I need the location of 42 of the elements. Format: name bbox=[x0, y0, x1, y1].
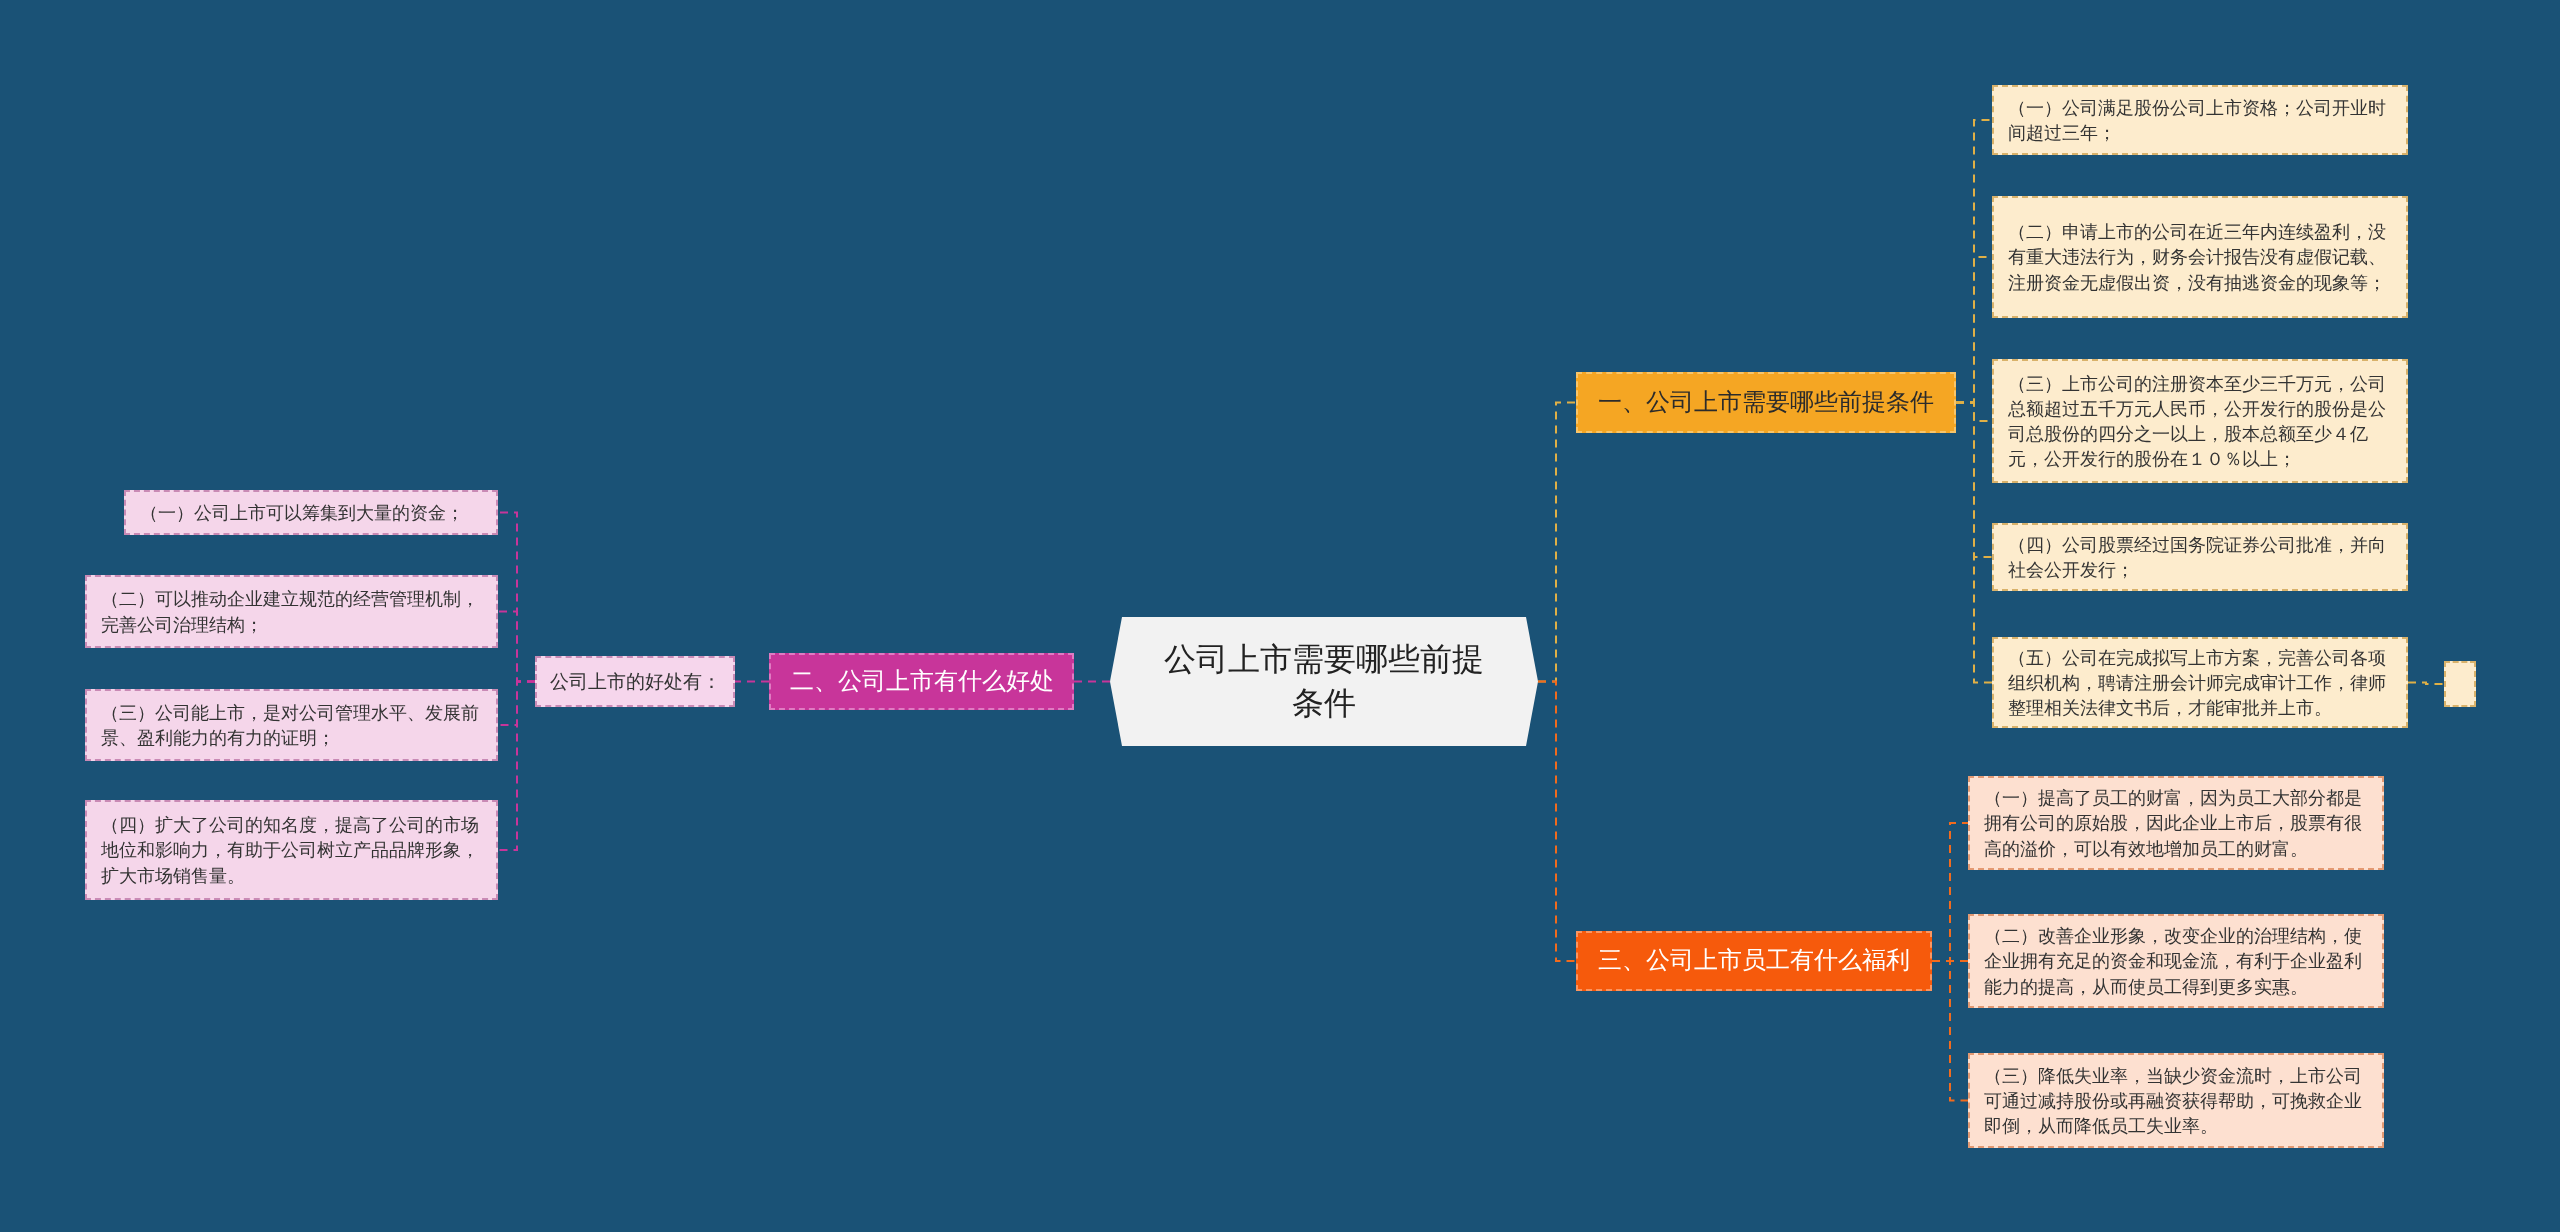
detail-box bbox=[1992, 359, 2408, 483]
empty-box bbox=[2444, 661, 2476, 707]
topic-text: （五）公司在完成拟写上市方案，完善公司各项组织机构，聘请注册会计师完成审计工作，律师整理相关法律文书后，才能审批并上市。 bbox=[2008, 645, 2387, 721]
connector-line bbox=[734, 680, 770, 683]
connector-line bbox=[2407, 681, 2445, 685]
topic-text: 三、公司上市员工有什么福利 bbox=[1598, 945, 1910, 977]
topic-text: （二）申请上市的公司在近三年内连续盈利，没有重大违法行为，财务会计报告没有虚假记载、注册资金无虚假出资，没有抽逃资金的现象等； bbox=[2008, 220, 2387, 295]
branch-topic bbox=[1576, 931, 1932, 991]
detail-box bbox=[1992, 637, 2408, 728]
connector-line bbox=[1955, 401, 1993, 684]
topic-text: （四）公司股票经过国务院证券公司批准，并向社会公开发行； bbox=[2008, 532, 2387, 582]
topic-text: 二、公司上市有什么好处 bbox=[789, 665, 1054, 697]
root-topic bbox=[1110, 617, 1538, 746]
branch-topic bbox=[769, 653, 1074, 710]
topic-text: （三）公司能上市，是对公司管理水平、发展前景、盈利能力的有力的证明； bbox=[101, 700, 480, 750]
topic-text: （二）改善企业形象，改变企业的治理结构，使企业拥有充足的资金和现金流，有利于企业盈利能力的提高，从而使员工得到更多实惠。 bbox=[1984, 924, 2363, 999]
topic-text: （三）上市公司的注册资本至少三千万元，公司总额超过五千万元人民币，公开发行的股份是公司总股份的四分之一以上，股本总额至少４亿元，公开发行的股份在１０％以上； bbox=[2008, 371, 2387, 472]
connector-line bbox=[1073, 680, 1111, 683]
subtopic bbox=[535, 656, 735, 707]
detail-box bbox=[1992, 196, 2408, 318]
topic-title: 公司上市需要哪些前提条件 bbox=[1163, 639, 1485, 724]
detail-box bbox=[1968, 914, 2384, 1008]
detail-box bbox=[1968, 776, 2384, 870]
detail-box bbox=[1992, 523, 2408, 591]
topic-text: （二）可以推动企业建立规范的经营管理机制，完善公司治理结构； bbox=[101, 587, 480, 637]
branch-topic bbox=[1576, 372, 1956, 433]
topic-text: （一）公司满足股份公司上市资格；公司开业时间超过三年； bbox=[2008, 95, 2387, 145]
topic-text: （四）扩大了公司的知名度，提高了公司的市场地位和影响力，有助于公司树立产品品牌形象，扩大市场销售量。 bbox=[101, 813, 480, 888]
detail-box bbox=[85, 575, 498, 648]
topic-text: 一、公司上市需要哪些前提条件 bbox=[1598, 386, 1934, 418]
connector-line bbox=[497, 680, 536, 851]
detail-box bbox=[85, 689, 498, 761]
topic-text: 公司上市的好处有： bbox=[549, 669, 721, 695]
detail-box bbox=[1992, 85, 2408, 155]
detail-box bbox=[1968, 1053, 2384, 1148]
topic-text: （一）提高了员工的财富，因为员工大部分都是拥有公司的原始股，因此企业上市后，股票有很高的溢价，可以有效地增加员工的财富。 bbox=[1984, 786, 2363, 861]
topic-text: （三）降低失业率，当缺少资金流时，上市公司可通过减持股份或再融资获得帮助，可挽救企业即倒，从而降低员工失业率。 bbox=[1984, 1063, 2363, 1139]
connector-line bbox=[1537, 680, 1577, 962]
topic-text: （一）公司上市可以筹集到大量的资金； bbox=[140, 500, 464, 525]
connector-line bbox=[1931, 960, 1969, 1102]
detail-box bbox=[124, 490, 498, 535]
detail-box bbox=[85, 800, 498, 900]
